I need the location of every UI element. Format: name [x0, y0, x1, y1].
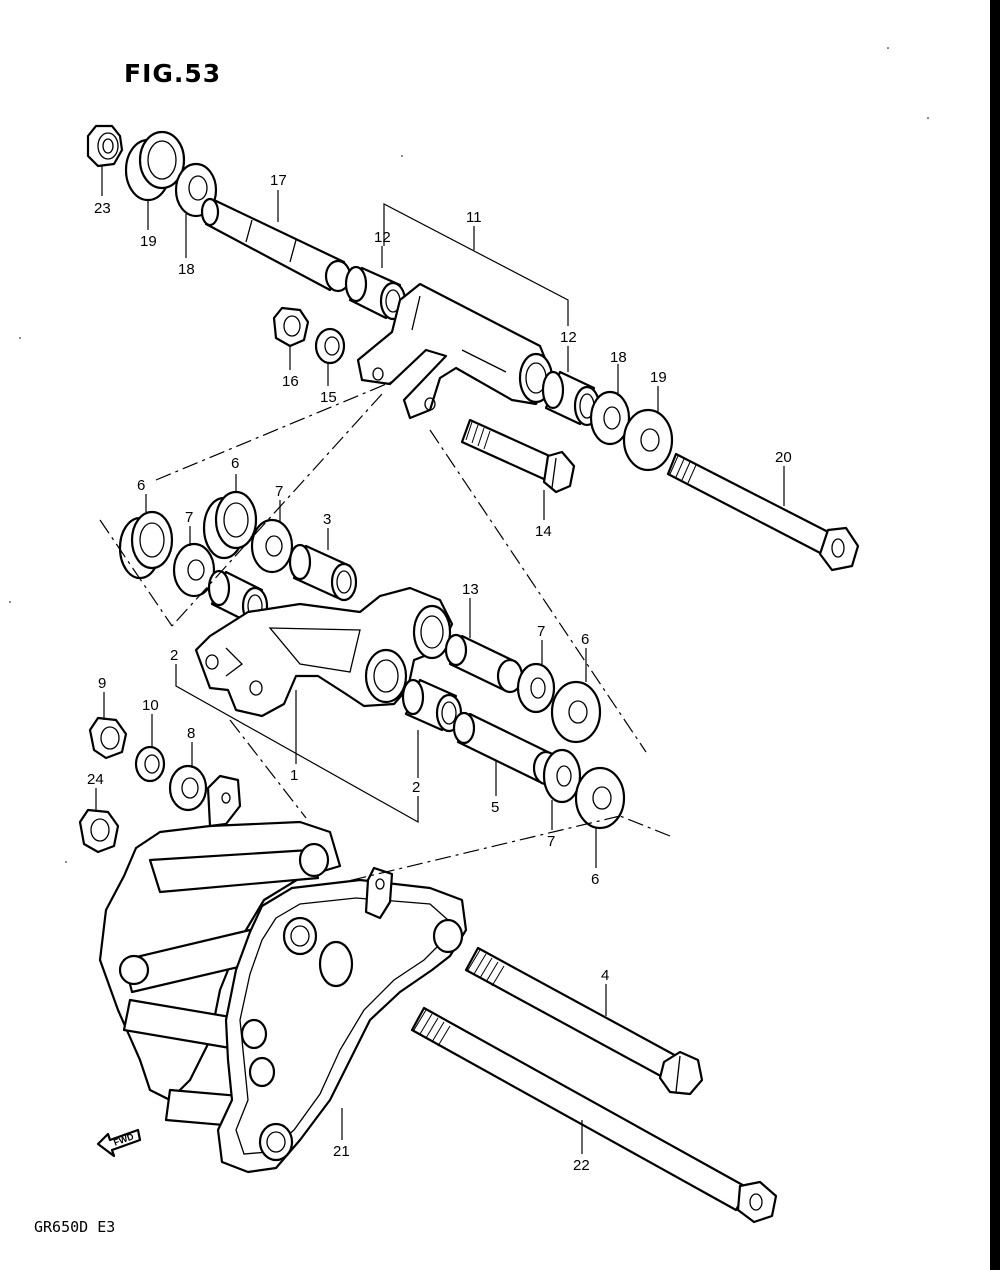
callout-4: 4 [601, 967, 609, 984]
part-16-nut [272, 306, 310, 348]
callout-7c: 7 [537, 623, 545, 640]
callout-20: 20 [775, 449, 792, 466]
part-5-spacer [452, 711, 560, 786]
part-6-seal-c [550, 680, 602, 744]
model-code: GR650D E3 [34, 1218, 115, 1236]
part-14-bolt [460, 418, 576, 494]
part-18-washer-right [589, 390, 631, 446]
part-17-sleeve [200, 197, 352, 293]
callout-6d: 6 [591, 871, 599, 888]
callout-9: 9 [98, 675, 106, 692]
callout-labels: 23 19 18 17 11 12 12 16 15 18 19 20 14 6… [87, 172, 792, 1174]
callout-18a: 18 [178, 261, 195, 278]
part-23-bolt [410, 1006, 778, 1224]
callout-6c: 6 [581, 631, 589, 648]
part-13-spacer [444, 633, 524, 694]
callout-5: 5 [491, 799, 499, 816]
callout-11: 11 [466, 209, 482, 226]
callout-8: 8 [187, 725, 195, 742]
part-3-sleeve [288, 543, 358, 602]
part-6-seal-d [574, 766, 626, 830]
callout-22: 21 [333, 1143, 350, 1160]
callout-13: 13 [462, 581, 479, 598]
fwd-arrow-icon: FWD [96, 1128, 142, 1158]
figure-title: FIG.53 [124, 59, 221, 88]
callout-2a: 2 [170, 647, 178, 664]
scan-specks [9, 47, 929, 863]
part-7-washer-c [516, 662, 556, 714]
callout-2b: 2 [412, 779, 420, 796]
part-4-bolt [464, 946, 704, 1096]
callout-7d: 7 [547, 833, 555, 850]
callout-23: 22 [573, 1157, 590, 1174]
callout-10: 10 [142, 697, 159, 714]
part-7-washer-d [542, 748, 582, 804]
callout-6a: 6 [137, 477, 145, 494]
callout-1: 1 [290, 767, 298, 784]
callout-7a: 7 [185, 509, 193, 526]
part-19-cap-right [622, 408, 674, 472]
callout-21: 23 [94, 200, 111, 217]
callout-17: 17 [270, 172, 287, 189]
part-20-long-bolt [666, 452, 860, 572]
callout-16: 16 [282, 373, 299, 390]
part-1-cushion-lever [194, 586, 454, 718]
callout-14: 14 [535, 523, 552, 540]
callout-3: 3 [323, 511, 331, 528]
leader-lines [95, 165, 785, 1154]
callout-12b: 12 [560, 329, 577, 346]
callout-18b: 18 [610, 349, 627, 366]
part-12-bearing-right [541, 370, 601, 427]
callout-7b: 7 [275, 483, 283, 500]
part-7-washer-a [172, 542, 216, 598]
callout-19b: 19 [650, 369, 667, 386]
part-6-seal-b [202, 490, 258, 560]
assembly-lines [99, 379, 671, 883]
part-2-bearing-b [401, 678, 463, 733]
part-24-nut [78, 808, 120, 854]
callout-6b: 6 [231, 455, 239, 472]
scan-border [990, 0, 1000, 1270]
part-22-bracket [98, 774, 468, 1174]
callout-24: 24 [87, 771, 104, 788]
callout-15: 15 [320, 389, 337, 406]
part-10-lock-washer [134, 745, 166, 783]
part-9-nut [88, 716, 128, 760]
part-6-seal-a [118, 510, 174, 580]
callout-12a: 12 [374, 229, 391, 246]
part-15-lock-washer [314, 327, 346, 365]
part-21-nut [86, 124, 124, 168]
part-7-washer-b [250, 518, 294, 574]
part-8-washer [168, 764, 208, 812]
callout-19a: 19 [140, 233, 157, 250]
